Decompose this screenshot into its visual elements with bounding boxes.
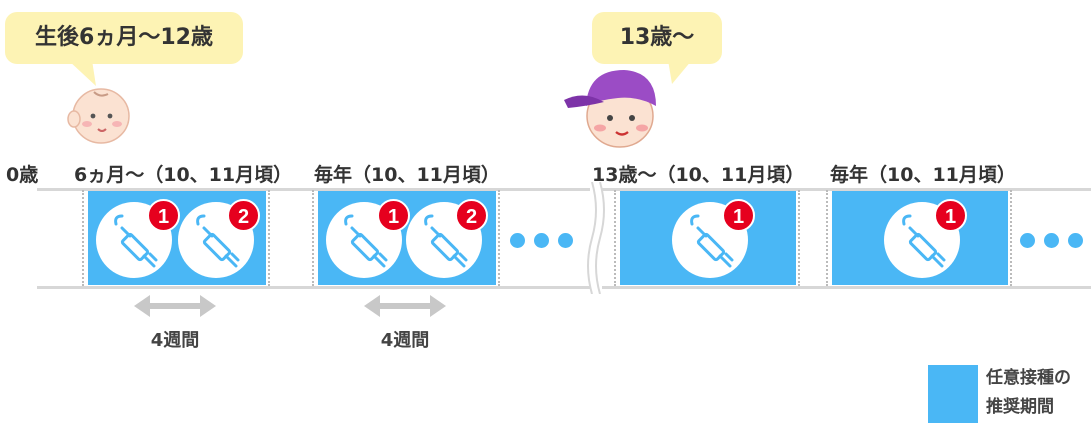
dose-badge-2: 2 — [227, 199, 260, 232]
legend-line-1: 任意接種の — [986, 368, 1071, 388]
dose-badge-1: 1 — [377, 199, 410, 232]
dose-badge-1: 1 — [722, 199, 755, 232]
syringe-icon — [344, 214, 388, 268]
bubble-teen-tail — [668, 60, 692, 84]
bubble-teen-text: 13歳～ — [619, 25, 695, 50]
bubble-infant-tail — [68, 60, 96, 86]
track-bottom-line-left — [37, 286, 590, 289]
double-arrow-icon — [134, 295, 216, 317]
dotted-boundary — [268, 190, 270, 286]
dotted-boundary — [498, 190, 500, 286]
label-every-year-1: 毎年（10、11月頃） — [314, 164, 500, 186]
syringe-icon — [114, 214, 158, 268]
bubble-teen: 13歳～ — [592, 12, 722, 64]
label-age-0: 0歳 — [6, 164, 39, 186]
dotted-boundary — [82, 190, 84, 286]
legend-line-2: 推奨期間 — [986, 397, 1054, 417]
bubble-infant-text: 生後6ヵ月～12歳 — [35, 25, 213, 50]
legend-label: 任意接種の 推奨期間 — [986, 364, 1091, 422]
dotted-boundary — [826, 190, 828, 286]
syringe-icon — [902, 214, 946, 268]
label-first-season: 6ヵ月～（10、11月頃） — [74, 164, 293, 186]
dotted-boundary — [1010, 190, 1012, 286]
dose-badge-2: 2 — [455, 199, 488, 232]
ellipsis-dots-icon — [510, 233, 580, 249]
syringe-icon — [196, 214, 240, 268]
dotted-boundary — [614, 190, 616, 286]
baby-face-icon — [67, 88, 130, 144]
ellipsis-dots-icon — [1020, 233, 1090, 249]
dose-badge-1: 1 — [147, 199, 180, 232]
interval-label: 4週間 — [150, 330, 200, 351]
dotted-boundary — [798, 190, 800, 286]
track-bottom-line-right — [602, 286, 1091, 289]
timeline-break-mark — [587, 182, 605, 294]
interval-label: 4週間 — [380, 330, 430, 351]
track-top-line-left — [37, 188, 590, 191]
label-every-year-2: 毎年（10、11月頃） — [830, 164, 1016, 186]
label-age-13: 13歳～（10、11月頃） — [592, 164, 805, 186]
dotted-boundary — [312, 190, 314, 286]
dose-badge-1: 1 — [934, 199, 967, 232]
syringe-icon — [424, 214, 468, 268]
track-top-line-right — [602, 188, 1091, 191]
boy-with-cap-icon — [564, 70, 656, 148]
double-arrow-icon — [364, 295, 446, 317]
bubble-infant: 生後6ヵ月～12歳 — [5, 12, 243, 64]
legend-swatch — [928, 365, 978, 423]
syringe-icon — [690, 214, 734, 268]
